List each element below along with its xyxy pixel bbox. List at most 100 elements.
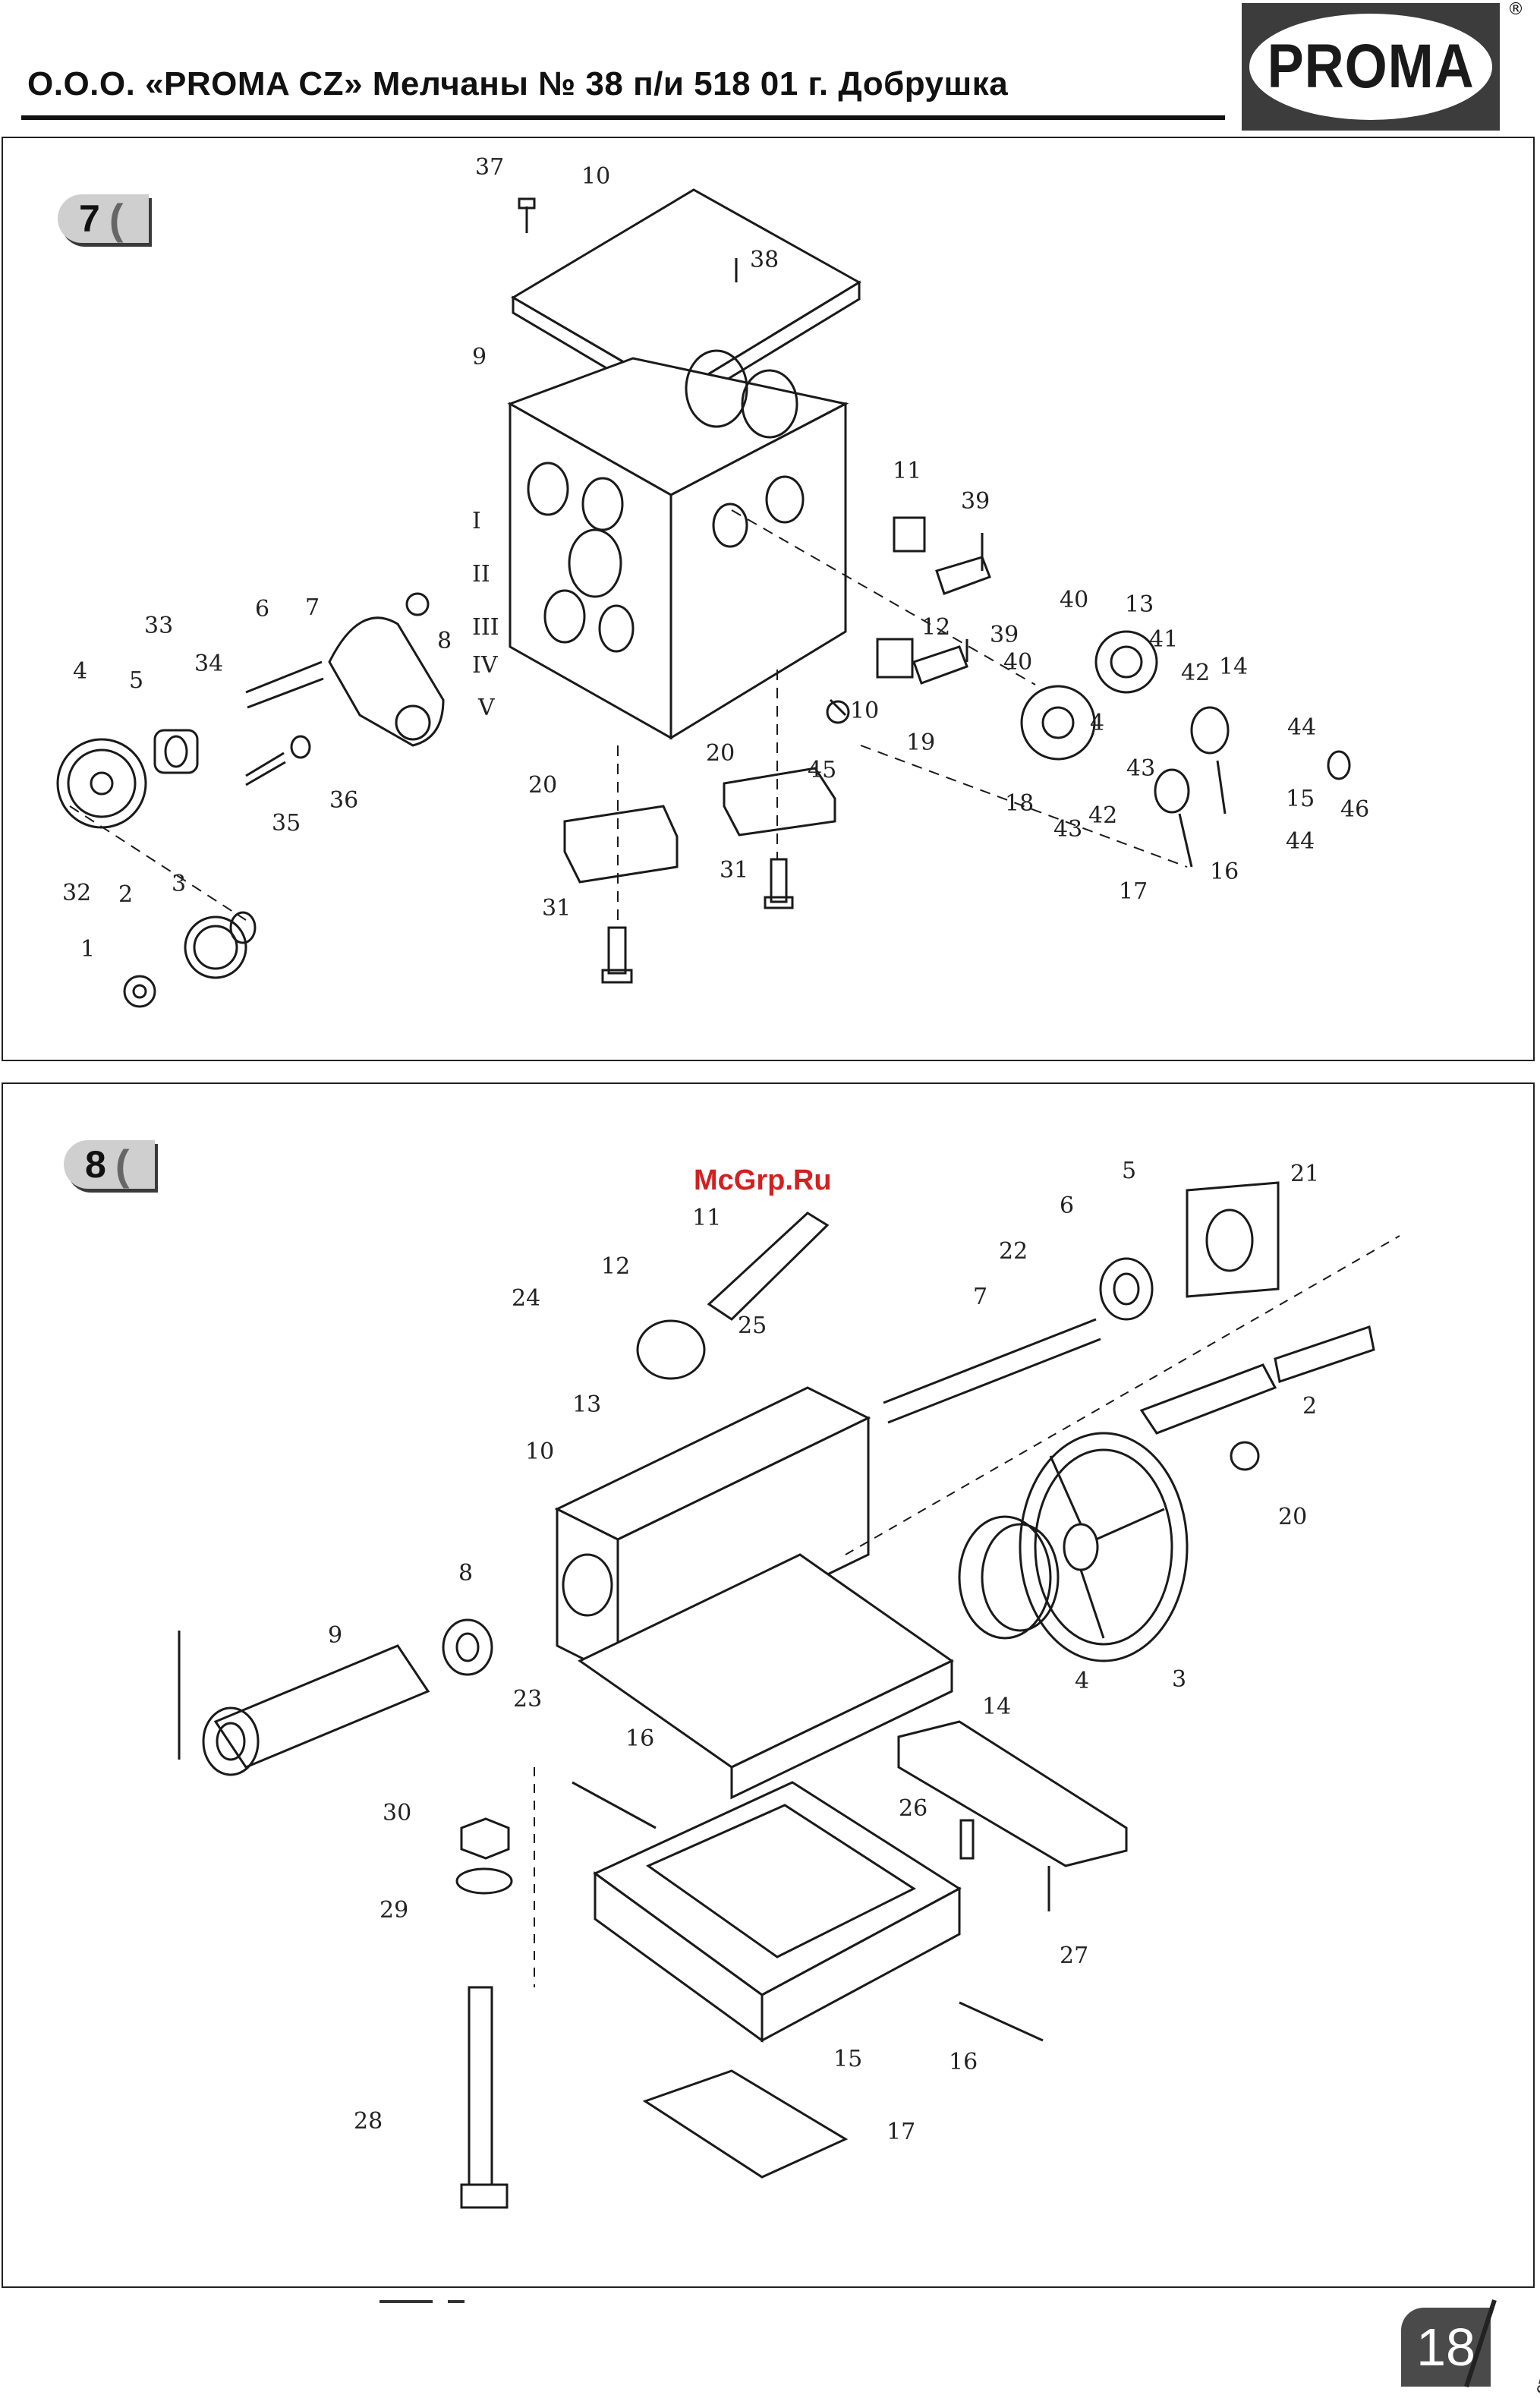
callout-label: 27: [1060, 1943, 1089, 1969]
page-header-title: О.О.О. «PROMA CZ» Мелчаны № 38 п/и 518 0…: [27, 65, 1009, 102]
callout-label: 8: [437, 628, 452, 654]
callout-label: 1: [80, 936, 96, 963]
callout-label: 37: [475, 154, 505, 181]
callout-label: 18: [1005, 790, 1035, 817]
sleeve: [213, 1644, 430, 1769]
callout-label: II: [472, 561, 490, 588]
callout-label: 34: [194, 651, 224, 677]
callout-label: 20: [528, 772, 558, 799]
callout-label: 2: [1302, 1393, 1318, 1420]
callout-label: 10: [581, 163, 611, 190]
callout-label: 40: [1060, 587, 1089, 613]
callout-label: 9: [328, 1622, 343, 1649]
callout-label: 11: [893, 458, 922, 484]
callout-label: 31: [542, 895, 572, 922]
callout-label: 17: [887, 2119, 916, 2145]
callout-label: 16: [1210, 859, 1239, 885]
footer-mark: [448, 2300, 465, 2303]
callout-label: 7: [973, 1284, 988, 1310]
callout-label: 4: [1075, 1668, 1090, 1694]
callout-label: 43: [1126, 755, 1156, 782]
callout-label: 19: [906, 729, 936, 756]
callout-label: 45: [808, 757, 837, 783]
callout-label: 29: [379, 1897, 409, 1924]
callout-label: 32: [62, 880, 92, 906]
gearbox-lid: [511, 188, 861, 395]
callout-label: III: [472, 614, 499, 641]
diagram-panel-8: 8( McGrp.Ru 5 21 6 22 7 11 12 24 25 13 1…: [2, 1082, 1535, 2288]
panel-number-7: 7(: [58, 194, 149, 243]
callout-label: 41: [1149, 626, 1179, 653]
callout-label: 17: [1119, 878, 1148, 905]
callout-label: 3: [1172, 1666, 1187, 1693]
callout-label: 5: [1122, 1158, 1137, 1184]
callout-label: 25: [738, 1312, 767, 1339]
callout-label: 4: [1090, 710, 1105, 736]
callout-label: 15: [1286, 786, 1315, 812]
callout-label: V: [478, 695, 495, 721]
callout-label: 40: [1003, 649, 1033, 676]
callout-label: 38: [750, 247, 779, 273]
callout-label: 43: [1053, 816, 1083, 843]
callout-label: 35: [272, 810, 301, 837]
callout-label: 36: [329, 787, 359, 814]
callout-label: 28: [354, 2108, 383, 2135]
diagram-panel-7: 7( 37 10 38 9 I II III IV V 11 39 12 39 …: [2, 137, 1535, 1061]
callout-label: 13: [1125, 591, 1154, 618]
logo-oval: PROMA: [1249, 14, 1492, 120]
page-number-badge: 18: [1401, 2308, 1491, 2387]
callout-label: 4: [73, 658, 88, 685]
callout-label: 13: [572, 1391, 602, 1418]
callout-label: 10: [525, 1438, 555, 1465]
callout-label: 31: [720, 857, 749, 884]
callout-label: 22: [999, 1238, 1028, 1265]
callout-label: IV: [472, 652, 498, 679]
callout-label: 3: [172, 871, 187, 897]
callout-label: 5: [129, 667, 144, 694]
logo-text: PROMA: [1267, 32, 1475, 101]
callout-label: 12: [601, 1253, 631, 1280]
callout-label: 16: [625, 1725, 655, 1752]
callout-label: 2: [118, 881, 134, 908]
callout-label: 6: [255, 596, 270, 622]
callout-label: 9: [472, 344, 487, 370]
callout-label: 10: [850, 698, 880, 724]
callout-label: I: [472, 508, 481, 534]
footer-mark: [379, 2300, 433, 2303]
callout-label: 15: [833, 2046, 863, 2072]
callout-label: 42: [1088, 802, 1118, 829]
callout-label: 33: [144, 613, 174, 639]
header-rule: [21, 115, 1225, 120]
callout-label: 6: [1060, 1193, 1075, 1219]
callout-label: 46: [1340, 796, 1370, 823]
callout-label: 7: [305, 594, 320, 621]
callout-label: 21: [1290, 1161, 1320, 1187]
flange-13: [1094, 630, 1158, 694]
callout-label: 12: [921, 614, 951, 641]
callout-label: 16: [949, 2049, 978, 2075]
callout-label: 8: [458, 1560, 474, 1587]
handwheel: [1019, 1432, 1189, 1662]
callout-label: 44: [1287, 714, 1317, 741]
callout-label: 26: [899, 1795, 928, 1822]
callout-label: 39: [961, 488, 990, 515]
callout-label: 39: [990, 622, 1019, 648]
panel-number-8: 8(: [64, 1140, 155, 1189]
exploded-view-carriage: [178, 1181, 1400, 2209]
callout-label: 20: [706, 740, 735, 767]
gearbox-housing-side: [669, 402, 847, 740]
callout-label: 14: [1219, 654, 1249, 680]
exploded-view-gearbox: [56, 188, 1351, 1008]
callout-label: 11: [692, 1205, 722, 1231]
registered-mark: ®: [1507, 0, 1524, 19]
callout-label: 23: [513, 1686, 543, 1713]
watermark: McGrp.Ru: [694, 1164, 832, 1196]
callout-label: 30: [383, 1800, 412, 1826]
large-gear: [56, 738, 147, 829]
callout-label: 14: [982, 1694, 1012, 1720]
page-number: 18: [1416, 2318, 1475, 2377]
proma-logo: PROMA: [1242, 3, 1500, 131]
callout-label: 42: [1181, 660, 1211, 686]
callout-label: 24: [512, 1285, 541, 1312]
flange-18: [1020, 685, 1096, 761]
